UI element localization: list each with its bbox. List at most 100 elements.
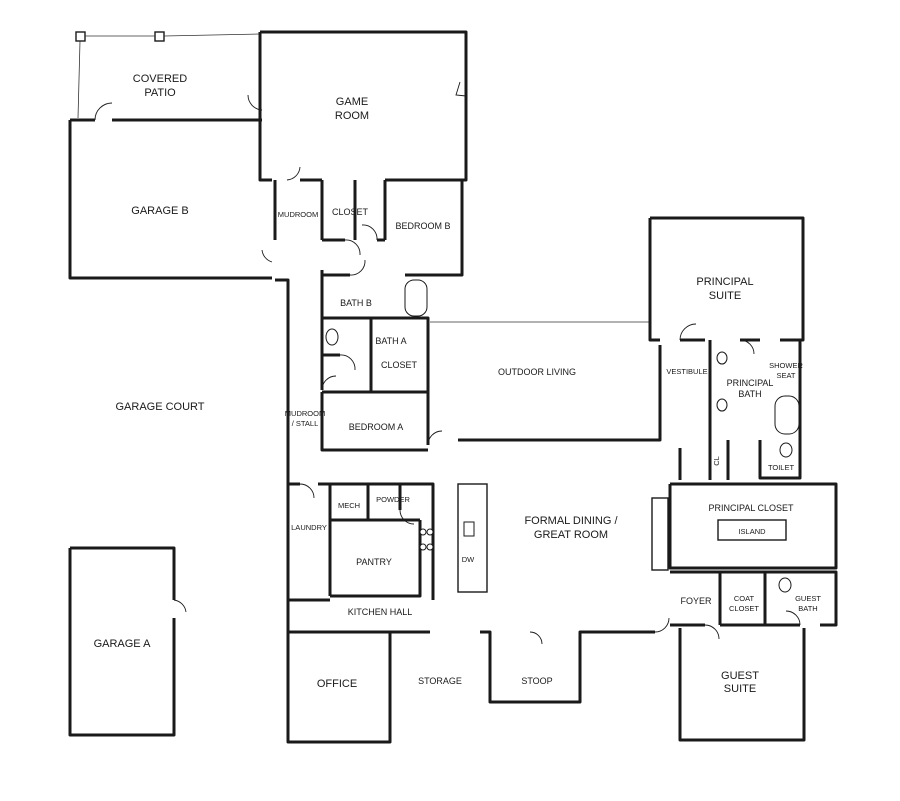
principal-closet-walls — [668, 482, 838, 570]
label-laundry: LAUNDRY — [291, 523, 327, 532]
label-shower-seat-1: SHOWER — [769, 361, 803, 370]
label-guest-bath-2: BATH — [798, 604, 817, 613]
label-covered-patio-1: COVERED — [133, 73, 187, 85]
label-bath-b: BATH B — [340, 298, 372, 308]
label-garage-court: GARAGE COURT — [115, 401, 204, 413]
label-bedroom-a: BEDROOM A — [349, 422, 404, 432]
patio-door-swing — [247, 94, 263, 111]
game-room-door — [455, 81, 467, 97]
guest-suite-walls — [678, 628, 806, 742]
principal-bath-walls — [678, 340, 802, 480]
patio-post-left — [75, 31, 86, 42]
label-principal-closet: PRINCIPAL CLOSET — [708, 503, 794, 513]
stoop-door-swing — [529, 631, 543, 645]
label-mudroom: MUDROOM — [278, 210, 318, 219]
principal-door-swing — [679, 323, 697, 341]
fixtures — [94, 81, 801, 645]
guest-bath-door-swing — [785, 610, 801, 626]
sink-principal-2 — [716, 398, 728, 412]
sink-principal-1 — [716, 351, 728, 365]
toilet-guest-bath — [778, 577, 792, 593]
label-shower-seat-2: SEAT — [776, 371, 795, 380]
outdoor-living-wall — [458, 345, 662, 442]
outdoor-door-swing — [427, 430, 443, 446]
front-door-swing — [654, 617, 670, 633]
garage-a-door-swing — [173, 599, 187, 613]
label-guest-suite-2: SUITE — [724, 683, 756, 695]
room-labels: COVERED PATIO GAME ROOM GARAGE B MUDROOM… — [94, 73, 822, 695]
fireplace — [651, 497, 669, 571]
closet-island — [717, 519, 787, 541]
label-garage-b: GARAGE B — [131, 205, 188, 217]
label-toilet: TOILET — [768, 463, 795, 472]
label-bath-a: BATH A — [375, 336, 406, 346]
label-dw: DW — [462, 555, 475, 564]
bath-b-door-swing — [349, 259, 366, 276]
garage-b-side-door — [261, 249, 273, 263]
label-formal-dining-1: FORMAL DINING / — [524, 515, 618, 527]
label-principal-bath-1: PRINCIPAL — [727, 378, 774, 388]
label-closet-upper: CLOSET — [332, 207, 369, 217]
label-foyer: FOYER — [680, 596, 712, 606]
tub-bath-b — [404, 279, 428, 317]
stove-burner-2 — [426, 528, 434, 536]
label-mudroom-stall-1: MUDROOM — [285, 409, 325, 418]
label-principal-bath-2: BATH — [738, 389, 761, 399]
toilet-bath-a — [325, 328, 339, 346]
stove-burner-3 — [419, 543, 427, 551]
label-game-room-2: ROOM — [335, 110, 369, 122]
walls — [68, 30, 838, 744]
toilet-principal — [779, 442, 793, 458]
label-mudroom-stall-2: / STALL — [292, 419, 319, 428]
powder-door-swing — [399, 509, 415, 525]
tub-principal — [774, 395, 800, 435]
label-mech: MECH — [338, 501, 360, 510]
label-closet-mid: CLOSET — [381, 360, 418, 370]
label-pantry: PANTRY — [356, 557, 392, 567]
label-guest-suite-1: GUEST — [721, 670, 759, 682]
kitchen-sink — [463, 521, 475, 537]
label-bedroom-b: BEDROOM B — [395, 221, 450, 231]
garage-b-door-swing — [94, 102, 113, 121]
bedroom-b-door-swing — [361, 224, 378, 241]
stove-burner-4 — [426, 543, 434, 551]
principal-suite-walls — [648, 216, 805, 342]
label-game-room-1: GAME — [336, 96, 368, 108]
garage-b-walls — [68, 118, 272, 280]
bath-bedroom-a-walls — [320, 270, 430, 452]
label-kitchen-hall: KITCHEN HALL — [348, 607, 413, 617]
closet-door-swing — [344, 239, 361, 256]
service-walls — [288, 482, 435, 602]
label-garage-a: GARAGE A — [94, 638, 152, 650]
laundry-door-swing — [299, 483, 315, 499]
label-island: ISLAND — [738, 527, 766, 536]
bath-a-door-swing — [339, 354, 356, 371]
covered-patio-outline — [77, 33, 261, 119]
label-coat-closet-1: COAT — [734, 594, 755, 603]
label-storage: STORAGE — [418, 676, 462, 686]
bedroom-a-door-swing — [321, 375, 337, 391]
label-principal-suite-2: SUITE — [709, 290, 741, 302]
label-outdoor-living: OUTDOOR LIVING — [498, 367, 576, 377]
label-formal-dining-2: GREAT ROOM — [534, 529, 608, 541]
garage-a-walls — [68, 546, 176, 737]
guest-suite-door-swing — [704, 624, 720, 640]
label-cl: CL — [712, 456, 721, 466]
label-guest-bath-1: GUEST — [795, 594, 821, 603]
stove-burner-1 — [419, 528, 427, 536]
patio-post-right — [154, 31, 165, 42]
principal-bath-door-swing — [739, 339, 755, 355]
label-coat-closet-2: CLOSET — [729, 604, 759, 613]
upper-bedroom-walls — [273, 178, 464, 277]
foyer-walls — [670, 570, 838, 627]
garage-court-wall — [275, 278, 290, 620]
label-vestibule: VESTIBULE — [666, 367, 707, 376]
label-powder: POWDER — [376, 495, 410, 504]
mudroom-door-swing — [286, 166, 301, 181]
kitchen-island — [457, 483, 488, 593]
lower-walls — [286, 620, 655, 744]
label-principal-suite-1: PRINCIPAL — [696, 276, 753, 288]
label-stoop: STOOP — [521, 676, 552, 686]
label-covered-patio-2: PATIO — [144, 87, 176, 99]
